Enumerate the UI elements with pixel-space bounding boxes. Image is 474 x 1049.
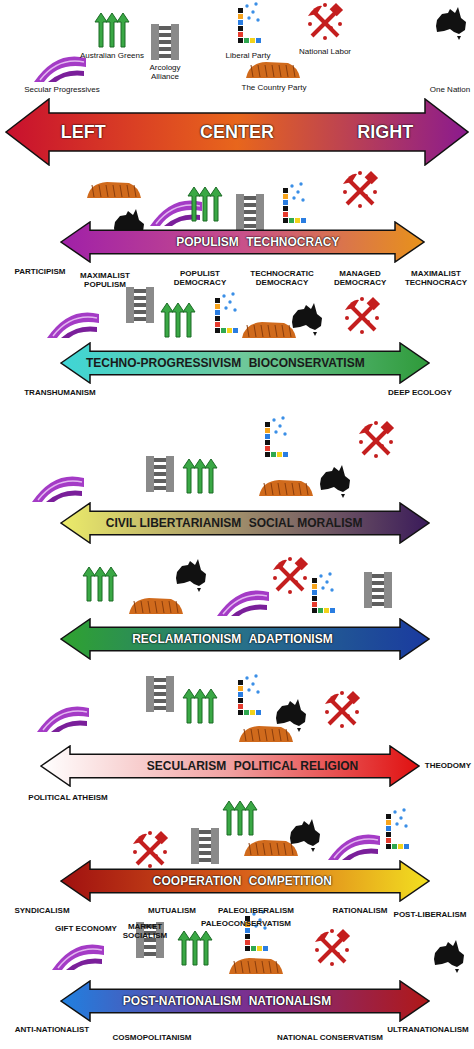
ideology-label: THEODOMY [425, 762, 471, 771]
axis-label: BIOCONSERVATISM [249, 357, 365, 369]
party-name: One Nation [430, 86, 470, 95]
party-name: Arcology Alliance [135, 64, 195, 82]
ideology-label: POPULIST DEMOCRACY [172, 270, 228, 288]
party-name: Australian Greens [80, 52, 144, 61]
party-name: Liberal Party [226, 52, 271, 61]
axis-label: CENTER [200, 123, 274, 141]
arrow-shape [40, 745, 420, 787]
ideology-label: PARTICIPISM [15, 268, 66, 277]
ideology-label: MAXIMALIST POPULISM [79, 272, 131, 290]
spectrum-arrow: RECLAMATIONISM ADAPTIONISM [60, 618, 430, 660]
spectrum-arrow: POST-NATIONALISM NATIONALISM [60, 980, 430, 1022]
ideology-label: PALEOCONSERVATISM [201, 920, 291, 929]
arrow-shape [60, 980, 430, 1022]
party-name: National Labor [299, 48, 351, 57]
ideology-label: TECHNOCRATIC DEMOCRACY [249, 270, 315, 288]
ideology-label: MANAGED DEMOCRACY [334, 270, 386, 288]
arrow-shape [60, 860, 430, 902]
spectrum-arrow: TECHNO-PROGRESSIVISM BIOCONSERVATISM [60, 342, 430, 384]
ideology-label: RATIONALISM [333, 907, 388, 916]
axis-label: COOPERATION [153, 875, 241, 887]
ideology-label: SYNDICALISM [14, 907, 69, 916]
ideology-label: POLITICAL ATHEISM [28, 794, 107, 803]
axis-label: RECLAMATIONISM [132, 633, 241, 645]
ideology-label: ULTRANATIONALISM [387, 1026, 468, 1035]
axis-label: NATIONALISM [249, 995, 331, 1007]
axis-label: POST-NATIONALISM [123, 995, 241, 1007]
party-name: Secular Progressives [24, 86, 100, 95]
ideology-label: MUTUALISM [148, 907, 196, 916]
ideology-label: MARKET SOCIALISM [117, 923, 173, 941]
spectrum-arrow: COOPERATION COMPETITION [60, 860, 430, 902]
ideology-label: POST-LIBERALISM [394, 911, 467, 920]
axis-label: LEFT [61, 123, 106, 141]
axis-label: TECHNOCRACY [246, 236, 339, 248]
ideology-label: PALEOLIBERALISM [218, 907, 294, 916]
arrow-shape [60, 221, 425, 263]
ideology-label: TRANSHUMANISM [24, 389, 96, 398]
axis-label: COMPETITION [249, 875, 332, 887]
axis-label: SECULARISM [147, 760, 226, 772]
axis-label: POLITICAL RELIGION [234, 760, 358, 772]
spectrum-arrow: SECULARISM POLITICAL RELIGION [40, 745, 420, 787]
party-name: The Country Party [242, 84, 307, 93]
ideology-label: NATIONAL CONSERVATISM [277, 1034, 383, 1043]
axis-label: CIVIL LIBERTARIANISM [106, 517, 242, 529]
axis-label: ADAPTIONISM [249, 633, 333, 645]
ideology-label: ANTI-NATIONALIST [15, 1026, 90, 1035]
spectrum-arrow: POPULISM TECHNOCRACY [60, 221, 425, 263]
ideology-label: DEEP ECOLOGY [388, 389, 452, 398]
spectrum-arrow: LEFT CENTER RIGHT [5, 98, 469, 166]
ideology-label: MAXIMALIST TECHNOCRACY [403, 270, 469, 288]
ideology-label: GIFT ECONOMY [55, 925, 117, 934]
axis-label: SOCIAL MORALISM [249, 517, 363, 529]
axis-label: RIGHT [357, 123, 413, 141]
axis-label: POPULISM [176, 236, 239, 248]
axis-label: TECHNO-PROGRESSIVISM [86, 357, 241, 369]
arrow-shape [60, 618, 430, 660]
ideology-label: COSMOPOLITANISM [113, 1034, 192, 1043]
spectrum-arrow: CIVIL LIBERTARIANISM SOCIAL MORALISM [60, 502, 430, 544]
